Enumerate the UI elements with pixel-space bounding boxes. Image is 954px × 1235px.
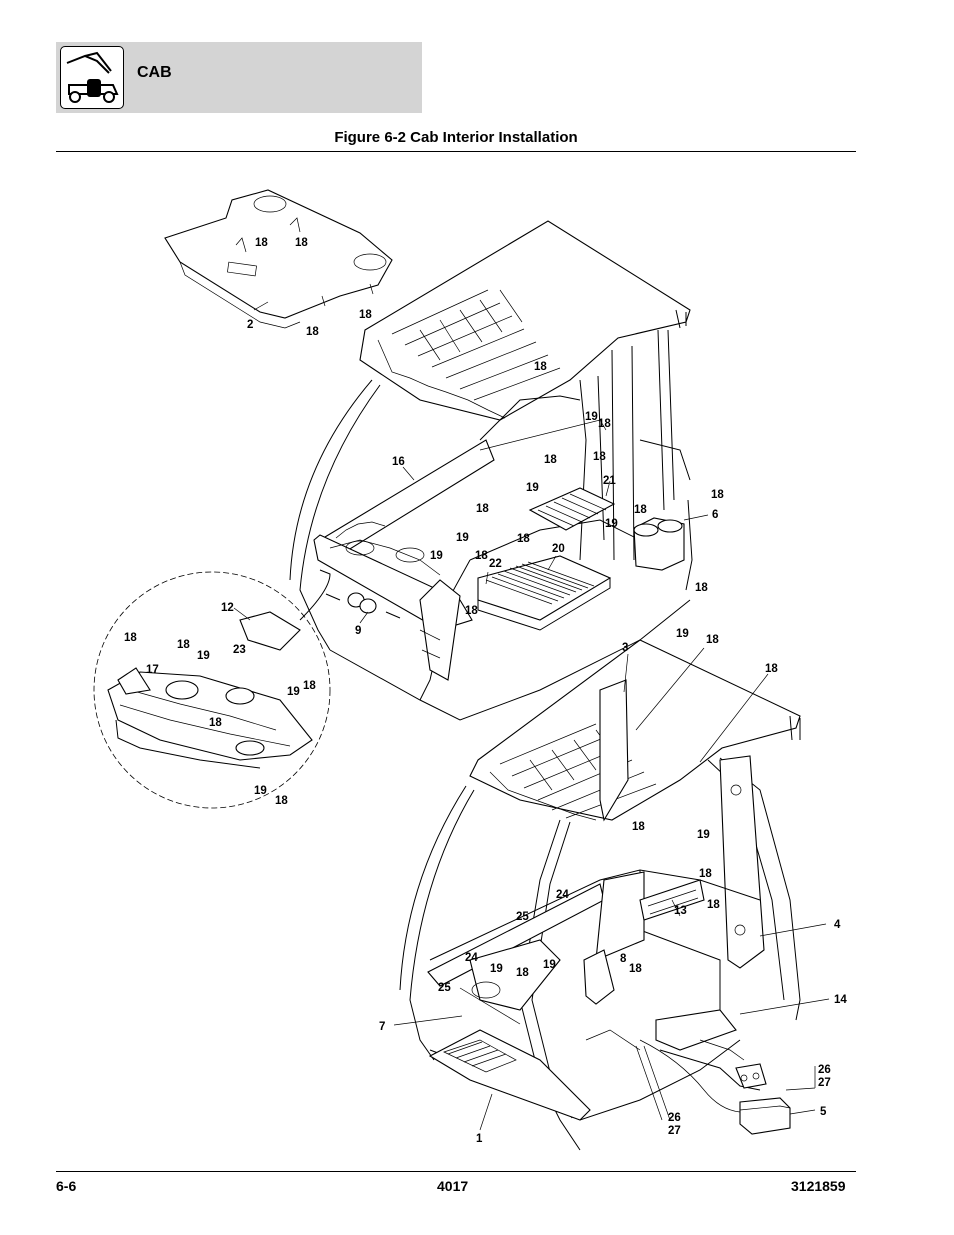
figure-title: Figure 6-2 Cab Interior Installation <box>334 129 578 146</box>
rear-filter-part-20 <box>477 555 612 631</box>
lower-cab-roof <box>469 639 801 821</box>
callout-label: 4 <box>834 919 841 931</box>
wiring-harness <box>639 1039 767 1113</box>
upper-filter-part-21 <box>528 487 616 531</box>
callout-label: 8 <box>620 953 627 965</box>
callout-label: 18 <box>634 504 647 516</box>
callout-label: 18 <box>707 899 720 911</box>
callout-label: 14 <box>834 994 847 1006</box>
headliner-panel-part-2 <box>164 189 393 329</box>
callout-label: 5 <box>820 1106 827 1118</box>
callout-label: 1 <box>476 1133 483 1145</box>
callout-label: 18 <box>593 451 606 463</box>
callout-label: 18 <box>632 821 645 833</box>
callout-label: 18 <box>765 663 778 675</box>
console-knobs-part-9 <box>325 592 401 619</box>
callout-label: 19 <box>526 482 539 494</box>
callout-label: 25 <box>438 982 451 994</box>
header-rule <box>56 151 856 152</box>
console-detail-callout <box>93 569 331 809</box>
callout-label: 18 <box>699 868 712 880</box>
callout-label: 19 <box>197 650 210 662</box>
callout-label: 17 <box>146 664 159 676</box>
callout-label: 18 <box>275 795 288 807</box>
callout-label: 21 <box>603 475 616 487</box>
callout-label: 19 <box>585 411 598 423</box>
callout-label: 27 <box>818 1077 831 1089</box>
callout-label: 18 <box>629 963 642 975</box>
callout-label: 24 <box>556 889 569 901</box>
callout-label: 13 <box>674 905 687 917</box>
callout-label: 25 <box>516 911 529 923</box>
footer-rule <box>56 1171 856 1172</box>
callout-label: 19 <box>287 686 300 698</box>
callout-label: 18 <box>544 454 557 466</box>
cup-holder-part-6 <box>633 517 685 571</box>
callout-label: 22 <box>489 558 502 570</box>
upper-cab-roof <box>359 220 691 421</box>
callout-label: 18 <box>516 967 529 979</box>
callout-label: 18 <box>255 237 268 249</box>
callout-label: 18 <box>476 503 489 515</box>
callout-label: 19 <box>430 550 443 562</box>
callout-label: 2 <box>247 319 253 331</box>
callout-label: 18 <box>295 237 308 249</box>
callout-label: 6 <box>712 509 718 521</box>
callout-label: 12 <box>221 602 234 614</box>
callout-label: 23 <box>233 644 246 656</box>
callout-label: 16 <box>392 456 405 468</box>
relay-module-part-5 <box>739 1097 791 1135</box>
callout-label: 19 <box>254 785 267 797</box>
callout-label: 18 <box>303 680 316 692</box>
callout-label: 24 <box>465 952 478 964</box>
callout-label: 18 <box>359 309 372 321</box>
callout-label: 18 <box>465 605 478 617</box>
callout-label: 18 <box>306 326 319 338</box>
callout-label: 19 <box>605 518 618 530</box>
callout-label: 18 <box>209 717 222 729</box>
callout-label: 9 <box>355 625 361 637</box>
callout-label: 18 <box>711 489 724 501</box>
callout-label: 19 <box>456 532 469 544</box>
cab-step-part-14 <box>659 1049 761 1091</box>
footer-model: 4017 <box>437 1178 469 1194</box>
callout-label: 18 <box>177 639 190 651</box>
callout-label: 19 <box>676 628 689 640</box>
callout-label: 3 <box>622 642 628 654</box>
lower-cab-frame <box>399 679 801 1151</box>
telehandler-machine-icon <box>60 46 124 109</box>
callout-label: 26 <box>818 1064 831 1076</box>
callout-label: 26 <box>668 1112 681 1124</box>
callout-label: 20 <box>552 543 565 555</box>
callout-labels: 18 18 2 18 18 18 19 18 18 16 18 19 21 18… <box>124 237 847 1145</box>
callout-label: 19 <box>543 959 556 971</box>
upper-cab-frame <box>289 329 693 721</box>
section-title: CAB <box>137 64 172 81</box>
footer-doc-number: 3121859 <box>791 1178 846 1194</box>
callout-label: 18 <box>517 533 530 545</box>
callout-label: 18 <box>124 632 137 644</box>
callout-label: 18 <box>598 418 611 430</box>
callout-label: 18 <box>706 634 719 646</box>
callout-label: 19 <box>697 829 710 841</box>
callout-label: 18 <box>534 361 547 373</box>
callout-label: 19 <box>490 963 503 975</box>
callout-label: 27 <box>668 1125 681 1137</box>
leader-lines <box>233 301 830 1131</box>
callout-label: 18 <box>695 582 708 594</box>
callout-label: 7 <box>379 1021 385 1033</box>
footer-page-number: 6-6 <box>56 1178 77 1194</box>
callout-label: 18 <box>475 550 488 562</box>
